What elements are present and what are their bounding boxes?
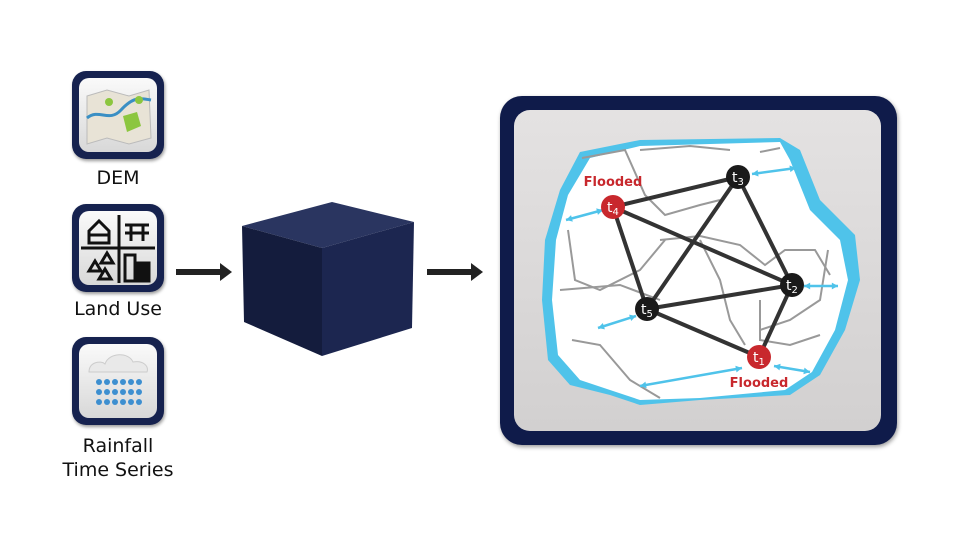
node-t5: t5 bbox=[635, 297, 659, 321]
node-circle bbox=[747, 345, 771, 369]
node-circle bbox=[635, 297, 659, 321]
rainfall-icon-tile bbox=[72, 337, 164, 425]
arrowhead-icon bbox=[629, 314, 636, 322]
raindrop-icon bbox=[112, 379, 118, 385]
node-label: t3 bbox=[732, 170, 744, 188]
node-label: t4 bbox=[607, 200, 619, 218]
graph-edge-t5-t1 bbox=[646, 307, 760, 359]
raindrop-icon bbox=[104, 399, 110, 405]
raindrop-icon bbox=[104, 379, 110, 385]
arrowhead-icon bbox=[596, 208, 603, 215]
arrowhead-icon bbox=[598, 322, 605, 330]
node-label: t5 bbox=[641, 302, 653, 320]
node-label: t1 bbox=[753, 350, 765, 368]
raindrop-icon bbox=[136, 399, 142, 405]
raindrop-icon bbox=[136, 389, 142, 395]
arrowhead-icon bbox=[831, 282, 838, 290]
water-exchange-arrow bbox=[639, 366, 743, 388]
raindrop-icon bbox=[128, 389, 134, 395]
node-circle bbox=[726, 165, 750, 189]
arrowhead-icon bbox=[566, 215, 573, 222]
arrowhead-icon bbox=[789, 165, 796, 173]
graph-edge-t5-t2 bbox=[646, 283, 793, 311]
land-use-label: Land Use bbox=[74, 298, 162, 320]
raindrop-icon bbox=[96, 399, 102, 405]
node-circle bbox=[780, 273, 804, 297]
arrowhead-icon bbox=[803, 367, 810, 375]
arrowhead-icon bbox=[774, 363, 781, 371]
graph-edge-t4-t2 bbox=[612, 205, 793, 287]
dem-label: DEM bbox=[96, 167, 140, 189]
raindrop-icon bbox=[104, 389, 110, 395]
node-t2: t2 bbox=[780, 273, 804, 297]
flooded-label: Flooded bbox=[730, 376, 789, 391]
arrow-inputs-to-model bbox=[176, 263, 232, 281]
land-area bbox=[552, 142, 848, 400]
node-label: t2 bbox=[786, 278, 798, 296]
arrowhead-icon bbox=[640, 381, 647, 389]
raindrop-icon bbox=[128, 379, 134, 385]
arrow-model-to-output bbox=[427, 263, 483, 281]
arrowhead-icon bbox=[804, 282, 811, 290]
node-circle bbox=[601, 195, 625, 219]
water-exchange-arrow bbox=[565, 208, 604, 222]
graph-edge-t2-t1 bbox=[757, 284, 794, 358]
dem-icon-tile bbox=[72, 71, 164, 159]
rain-cloud-icon bbox=[88, 354, 148, 405]
raindrop-icon bbox=[112, 399, 118, 405]
graph-edge-t4-t5 bbox=[611, 206, 649, 310]
land-use-icon-tile bbox=[72, 204, 164, 292]
node-t3: t3 bbox=[726, 165, 750, 189]
raindrop-icon bbox=[120, 389, 126, 395]
arrowhead-icon bbox=[735, 365, 742, 373]
black-box-cube-icon bbox=[242, 202, 414, 356]
raindrop-icon bbox=[112, 389, 118, 395]
graph-edge-t4-t3 bbox=[612, 175, 739, 209]
graph-edge-t3-t2 bbox=[736, 176, 794, 286]
map-icon bbox=[86, 89, 152, 145]
raindrop-icon bbox=[136, 379, 142, 385]
land-use-icon bbox=[81, 215, 155, 283]
raindrop-icon bbox=[128, 399, 134, 405]
arrowhead-icon bbox=[752, 169, 759, 177]
graph-edge-t3-t5 bbox=[645, 175, 740, 311]
water-exchange-arrow bbox=[597, 314, 637, 330]
flooded-label: Flooded bbox=[584, 175, 643, 190]
raindrop-icon bbox=[96, 379, 102, 385]
raindrop-icon bbox=[120, 379, 126, 385]
raindrop-icon bbox=[120, 399, 126, 405]
node-t4: t4 Flooded bbox=[584, 175, 643, 219]
raindrop-icon bbox=[96, 389, 102, 395]
water-exchange-arrow bbox=[751, 166, 797, 176]
district-boundaries bbox=[559, 144, 831, 399]
